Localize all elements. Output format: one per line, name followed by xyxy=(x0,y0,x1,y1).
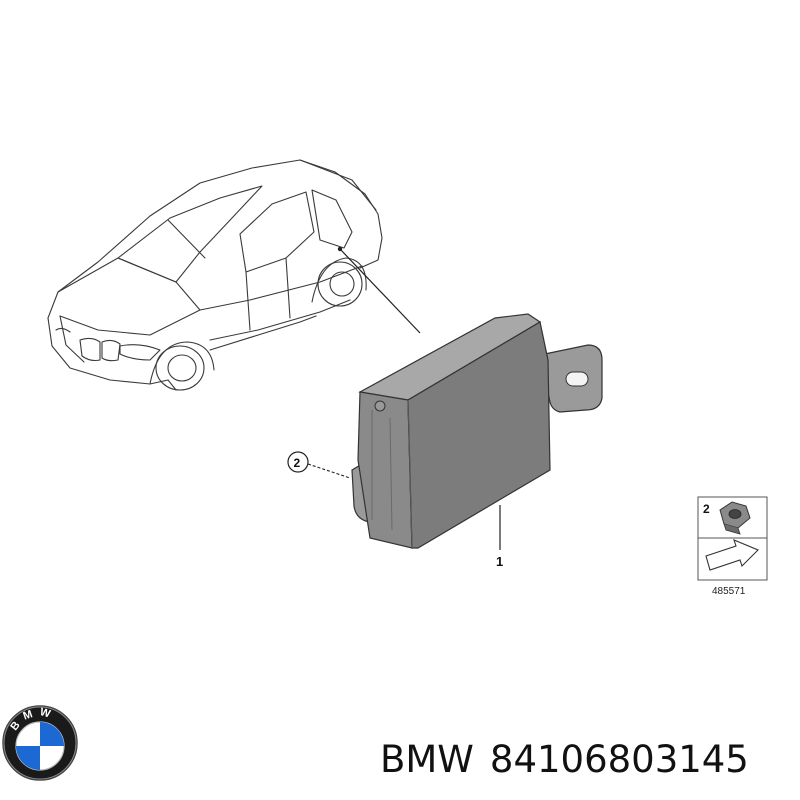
bmw-logo: BMW xyxy=(2,705,78,781)
control-module xyxy=(351,313,603,549)
part-number: 84106803145 xyxy=(489,738,749,781)
location-pointer xyxy=(337,246,421,334)
nut-icon xyxy=(719,501,751,535)
brand-name: BMW xyxy=(380,738,474,781)
callout-2: 2 xyxy=(287,451,351,479)
module-side-face xyxy=(357,391,413,549)
callout-1-label: 1 xyxy=(496,554,503,569)
callout-2-label: 2 xyxy=(294,456,301,470)
product-caption: BMW 84106803145 xyxy=(380,730,790,790)
reference-code: 485571 xyxy=(712,586,746,597)
legend-item-number: 2 xyxy=(703,502,710,516)
direction-arrow-icon xyxy=(705,539,759,571)
parts-legend: 2 xyxy=(697,496,768,581)
vehicle-outline xyxy=(47,159,383,391)
